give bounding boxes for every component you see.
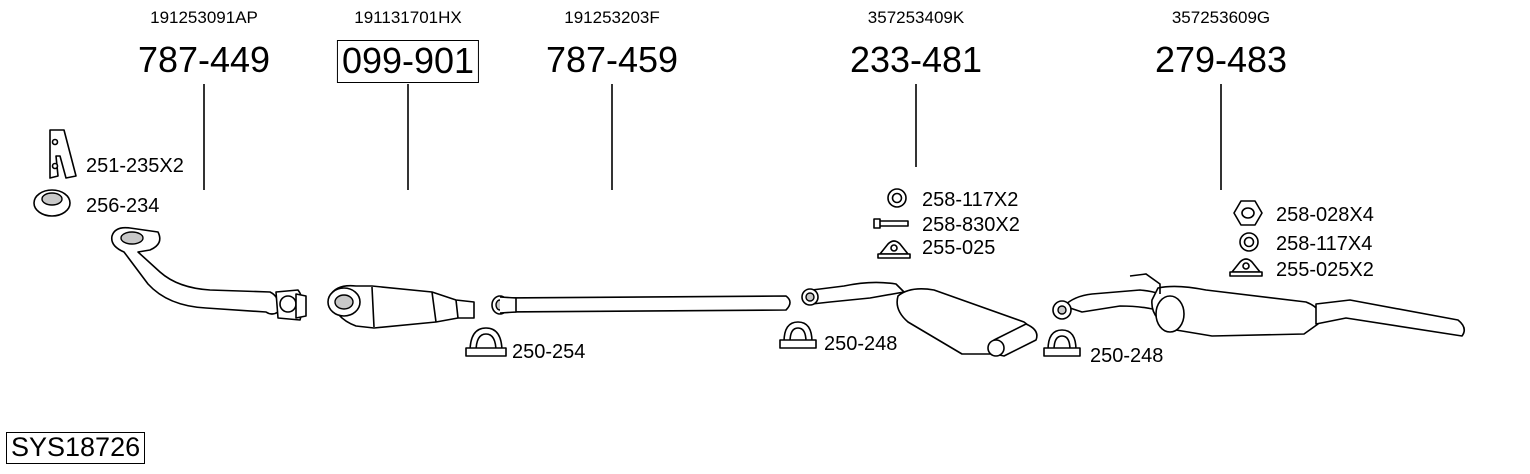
accessory-label[interactable]: 258-830X2: [922, 214, 1020, 236]
oem-number: 191131701HX: [354, 8, 462, 27]
part-number[interactable]: 233-481: [849, 39, 983, 80]
gasket-ring-icon: [33, 189, 71, 217]
accessory-label[interactable]: 258-117X4: [1276, 233, 1373, 255]
oem-number: 191253091AP: [150, 8, 258, 27]
center-silencer: [801, 281, 1038, 357]
rubber-mount-icon: [877, 240, 911, 259]
clamp-icon: [779, 321, 817, 349]
accessory-label[interactable]: 250-254: [512, 341, 586, 363]
accessory-label[interactable]: 256-234: [86, 195, 160, 217]
hex-nut-icon: [1233, 200, 1263, 226]
part-number[interactable]: 787-459: [545, 39, 679, 80]
oem-number: 191253203F: [564, 8, 660, 27]
intermediate-pipe: [491, 295, 791, 315]
part-number-highlighted[interactable]: 099-901: [336, 40, 480, 83]
bracket-icon: [49, 129, 77, 179]
front-pipe: [110, 226, 307, 321]
washer-icon: [887, 188, 907, 208]
accessory-label[interactable]: 258-028X4: [1276, 204, 1374, 226]
part-number[interactable]: 279-483: [1154, 39, 1288, 80]
catalytic-converter: [327, 284, 475, 329]
accessory-label[interactable]: 251-235X2: [86, 155, 184, 177]
accessory-label[interactable]: 250-248: [824, 333, 898, 355]
bolt-icon: [873, 218, 909, 229]
part-number[interactable]: 787-449: [137, 39, 271, 80]
accessory-label[interactable]: 250-248: [1090, 345, 1164, 367]
rubber-mount-icon: [1229, 258, 1263, 277]
oem-number: 357253609G: [1171, 8, 1271, 27]
rear-silencer: [1052, 273, 1466, 337]
accessory-label[interactable]: 255-025: [922, 237, 996, 259]
oem-number: 357253409K: [867, 8, 965, 27]
clamp-icon: [465, 327, 507, 357]
accessory-label[interactable]: 258-117X2: [922, 189, 1019, 211]
washer-icon: [1239, 232, 1259, 252]
clamp-icon: [1043, 329, 1081, 357]
system-code: SYS18726: [6, 432, 146, 464]
accessory-label[interactable]: 255-025X2: [1276, 259, 1374, 281]
